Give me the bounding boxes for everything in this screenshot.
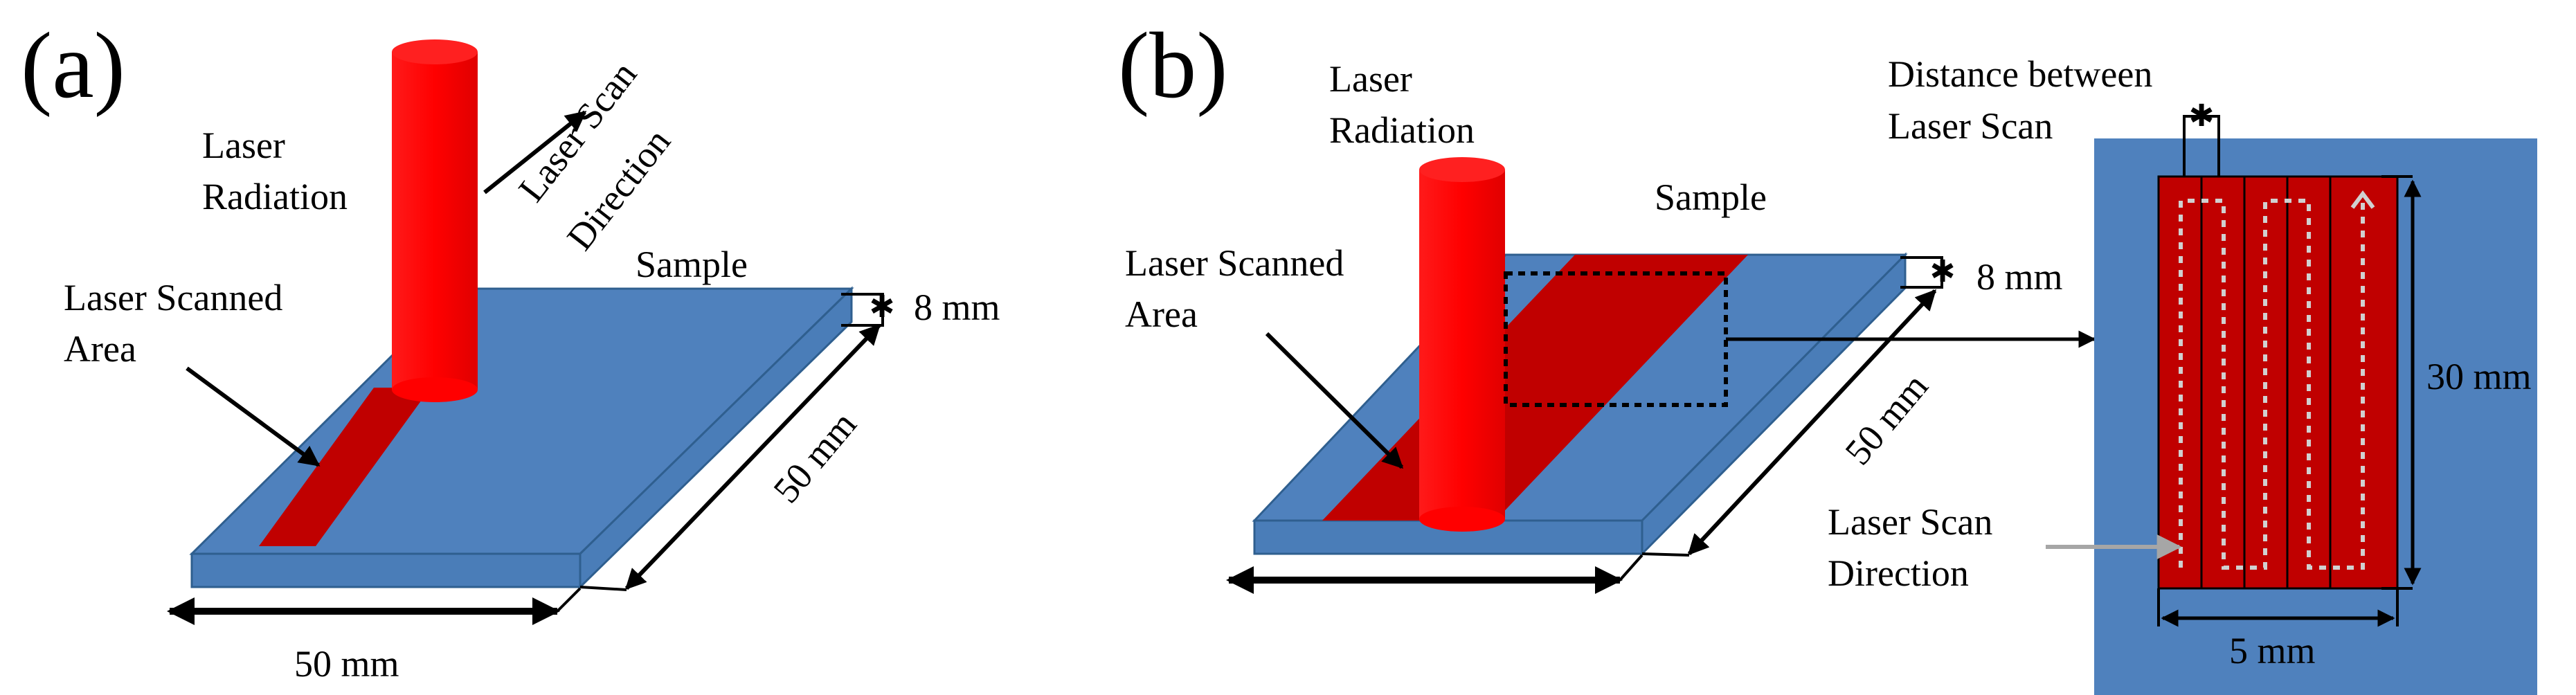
panel-b-laser-beam [1419, 157, 1505, 532]
panel-a-scan-direction-arrow [483, 110, 587, 195]
panel-a-scanned-area-label-1: Laser Scanned [64, 277, 282, 318]
panel-b-distance-marker: ✱ [2189, 99, 2215, 133]
panel-b-length-label: 30 mm [2426, 356, 2532, 397]
panel-b-zoom-view: ✱ [2046, 99, 2537, 695]
panel-a-depth-arrow [624, 323, 881, 590]
panel-b: (b) ✱ [1118, 14, 2537, 695]
panel-a-width-label: 50 mm [294, 643, 399, 685]
panel-b-distance-label-1: Distance between [1888, 53, 2152, 95]
panel-a-laser-radiation-label-2: Radiation [202, 176, 348, 217]
panel-b-scanned-area-label-1: Laser Scanned [1125, 242, 1344, 284]
panel-a-sample-label: Sample [636, 244, 748, 285]
panel-a-depth-tick [579, 586, 627, 591]
panel-a-scanned-area-pointer [186, 366, 321, 467]
panel-b-tag: (b) [1118, 14, 1228, 118]
panel-b-zoom-scanned-area [2157, 175, 2399, 590]
panel-b-scan-path [2179, 199, 2365, 570]
panel-a: (a) ✱ Laser Radiation Laser S [21, 14, 1000, 685]
panel-b-distance-label-2: Laser Scan [1888, 105, 2053, 147]
panel-b-scan-direction-label-1: Laser Scan [1828, 501, 1992, 543]
panel-b-scanned-area-label-2: Area [1125, 294, 1198, 335]
panel-a-tag: (a) [21, 14, 125, 118]
panel-b-distance-bracket [2183, 115, 2220, 177]
panel-b-zoom-selection [1504, 271, 1728, 407]
panel-b-depth-tick [1641, 552, 1690, 557]
panel-a-thickness-label: 8 mm [914, 287, 1000, 328]
svg-text:✱: ✱ [1930, 255, 1956, 289]
panel-a-thickness-marker: ✱ [841, 290, 895, 327]
panel-a-depth-label: 50 mm [765, 404, 864, 511]
panel-a-laser-beam [392, 39, 478, 402]
panel-b-scan-path-arrowhead [2350, 190, 2375, 209]
panel-a-plate-front [190, 552, 582, 588]
panel-a-laser-radiation-label-1: Laser [202, 125, 285, 166]
panel-b-laser-radiation-label-1: Laser [1329, 58, 1412, 100]
panel-b-thickness-label: 8 mm [1976, 256, 2063, 298]
panel-b-zoom-width-label: 5 mm [2229, 630, 2316, 671]
panel-b-sample-label: Sample [1655, 177, 1767, 218]
panel-b-scan-tracks [2200, 177, 2332, 588]
panel-b-width-tick [1619, 554, 1643, 581]
panel-a-scanned-area-label-2: Area [64, 328, 136, 370]
panel-a-scanned-area [259, 388, 431, 546]
panel-b-laser-radiation-label-2: Radiation [1329, 109, 1475, 151]
panel-b-scan-direction-label-2: Direction [1828, 552, 1969, 594]
panel-a-width-tick [556, 587, 582, 613]
panel-b-thickness-marker: ✱ [1900, 255, 1955, 289]
svg-text:✱: ✱ [870, 290, 895, 324]
panel-b-scanned-area-pointer [1265, 332, 1404, 469]
panel-b-depth-arrow [1687, 289, 1937, 556]
